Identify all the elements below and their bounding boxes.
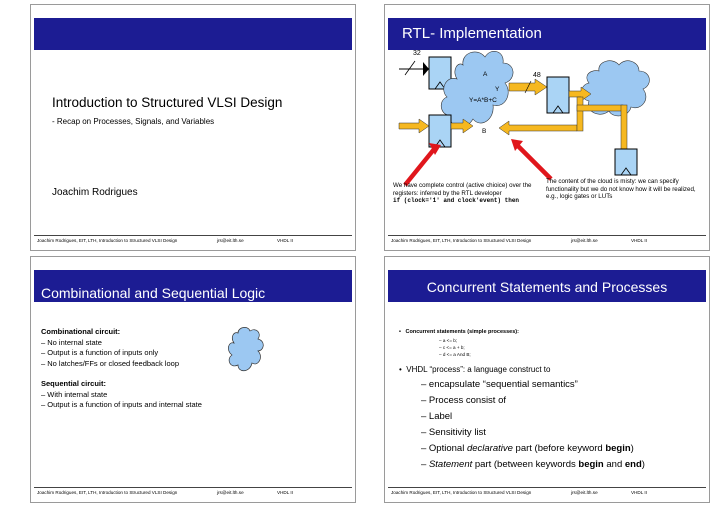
downstream-cloud <box>581 60 650 117</box>
title-band <box>388 270 706 302</box>
bus-width-out: 48 <box>533 72 541 79</box>
process-point: – Process consist of <box>421 395 507 406</box>
label-a: A <box>483 71 488 78</box>
register-b <box>428 114 452 148</box>
footer-course: Joachim Rodrigues, EIT, LTH, Introductio… <box>37 238 178 243</box>
seq-heading: Sequential circuit: <box>41 379 107 388</box>
register-note: We have complete control (active chioice… <box>393 182 532 205</box>
slide-rtl-implementation: RTL- Implementation 32 A Y Y=A*B+C B C 4… <box>384 4 710 251</box>
footer-topic: VHDL II <box>277 238 293 243</box>
clock-condition-code: if (clock='1' and clock'event) then <box>393 197 520 205</box>
process-point: – Statement part (between keywords begin… <box>421 459 645 470</box>
slide-footer: Joachim Rodrigues, EIT, LTH, Introductio… <box>388 237 708 246</box>
slide-title: Concurrent Statements and Processes <box>426 279 668 295</box>
pointer-cloud <box>515 143 553 181</box>
rtl-diagram: 32 A Y Y=A*B+C B C 48 <box>398 50 650 187</box>
slide-comb-seq: Combinational and Sequential Logic Combi… <box>30 256 356 503</box>
register-a <box>428 56 452 90</box>
footer-course: Joachim Rodrigues, EIT, LTH, Introductio… <box>391 490 532 495</box>
footer-divider <box>34 487 352 488</box>
footer-divider <box>34 235 352 236</box>
register-y <box>546 76 570 114</box>
label-b: B <box>482 128 486 135</box>
slide-concurrent: Concurrent Statements and Processes • Co… <box>384 256 710 503</box>
comb-heading: Combinational circuit: <box>41 327 121 336</box>
process-point: – Sensitivity list <box>421 427 486 438</box>
comb-item: – No latches/FFs or closed feedback loop <box>41 358 179 368</box>
register-out <box>614 148 638 176</box>
label-y: Y <box>495 86 500 93</box>
title-band <box>34 18 352 50</box>
bus-arrow-b <box>398 118 430 134</box>
presentation-subtitle: - Recap on Processes, Signals, and Varia… <box>52 117 215 126</box>
logic-cloud <box>228 327 264 372</box>
footer-course: Joachim Rodrigues, EIT, LTH, Introductio… <box>37 490 178 495</box>
process-point: – Optional declarative part (before keyw… <box>421 443 634 454</box>
slide-title: Combinational and Sequential Logic <box>41 285 266 301</box>
logic-definitions: Combinational circuit: – No internal sta… <box>41 327 202 411</box>
example-stmt: – c <= a + b; <box>439 345 465 350</box>
slide-title: Introduction to Structured VLSI Design -… <box>30 4 356 251</box>
process-point: – Label <box>421 411 453 422</box>
footer-email: jrs@eit.lth.se <box>217 238 244 243</box>
pointer-register <box>403 146 437 187</box>
footer-topic: VHDL II <box>277 490 293 495</box>
clock-marker <box>434 81 446 90</box>
author-name: Joachim Rodrigues <box>52 187 138 198</box>
footer-email: jrs@eit.lth.se <box>571 238 598 243</box>
seq-item: – With internal state <box>41 389 108 399</box>
logic-cloud <box>440 51 514 128</box>
slide-footer: Joachim Rodrigues, EIT, LTH, Introductio… <box>34 237 354 246</box>
footer-divider <box>388 235 706 236</box>
example-stmt: – d <= a And B; <box>439 352 471 357</box>
input-arrowhead <box>423 62 429 76</box>
example-stmt: – a <= b; <box>439 338 458 343</box>
feedback-bus <box>498 120 578 136</box>
footer-topic: VHDL II <box>631 490 647 495</box>
bullet-process: • VHDL “process”: a language construct t… <box>399 365 551 374</box>
bullet-concurrent: • Concurrent statements (simple processe… <box>399 329 519 335</box>
slide-footer: Joachim Rodrigues, EIT, LTH, Introductio… <box>34 489 354 498</box>
footer-email: jrs@eit.lth.se <box>217 490 244 495</box>
bus-arrow-out <box>568 86 592 102</box>
footer-topic: VHDL II <box>631 238 647 243</box>
seq-item: – Output is a function of inputs and int… <box>41 400 202 409</box>
bus-width-slash <box>404 60 416 76</box>
title-band: RTL- Implementation <box>388 18 706 50</box>
label-expression: Y=A*B+C <box>469 97 497 104</box>
footer-divider <box>388 487 706 488</box>
slide-footer: Joachim Rodrigues, EIT, LTH, Introductio… <box>388 489 708 498</box>
comb-item: – Output is a function of inputs only <box>41 348 159 357</box>
footer-course: Joachim Rodrigues, EIT, LTH, Introductio… <box>391 238 532 243</box>
bus-width-in: 32 <box>413 50 421 57</box>
cloud-note: The content of the cloud is misty: we ca… <box>546 178 696 201</box>
presentation-title: Introduction to Structured VLSI Design <box>52 95 283 110</box>
comb-item: – No internal state <box>41 337 102 347</box>
footer-email: jrs@eit.lth.se <box>571 490 598 495</box>
process-point: – encapsulate “sequential semantics” <box>421 379 578 390</box>
slide-title: RTL- Implementation <box>402 25 542 42</box>
title-band <box>34 270 352 302</box>
